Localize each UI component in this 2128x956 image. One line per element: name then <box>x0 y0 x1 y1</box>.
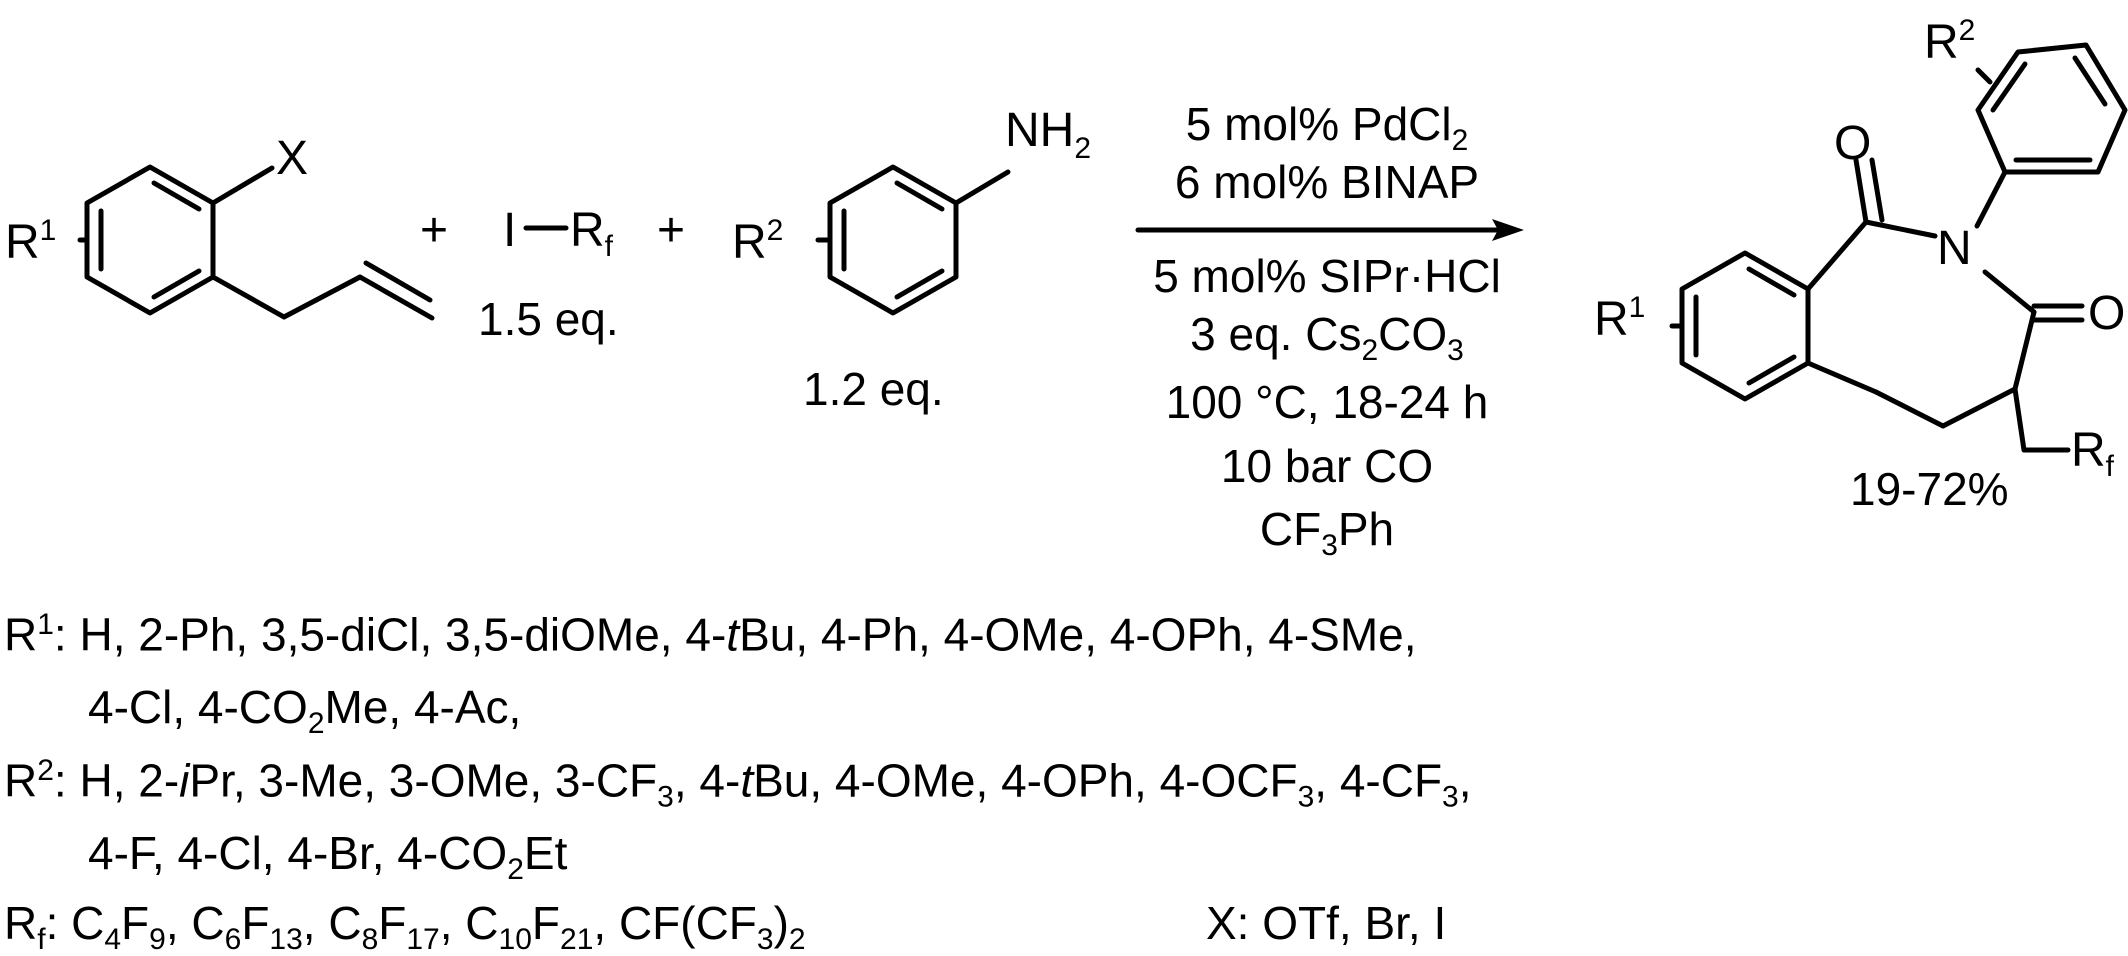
perfluoroalkyl-iodide: I Rf <box>503 204 614 263</box>
condition-nhc: 5 mol% SIPr·HCl <box>1153 250 1501 302</box>
allylaryl-structure <box>77 164 435 321</box>
r2-label-reactant: R2 <box>732 214 783 269</box>
condition-temperature-time: 100 °C, 18-24 h <box>1166 376 1489 428</box>
r2-label-product: R2 <box>1924 14 1975 69</box>
product-carbonyl-o-right: O <box>2088 287 2125 340</box>
plus-sign-1: + <box>420 204 448 257</box>
aniline-structure <box>815 164 1011 316</box>
amine-nh2-label: NH2 <box>1005 104 1091 165</box>
legend-x-line: X: OTf, Br, I <box>1206 897 1447 949</box>
leaving-group-x-label: X <box>276 132 308 185</box>
condition-base: 3 eq. Cs2CO3 <box>1190 308 1464 367</box>
svg-text:I: I <box>503 204 516 257</box>
product-nitrogen: N <box>1937 222 1972 275</box>
legend-r2-line-1: R2: H, 2-iPr, 3-Me, 3-OMe, 3-CF3, 4-tBu,… <box>4 754 1472 814</box>
legend-r1-line-2: 4-Cl, 4-CO2Me, 4-Ac, <box>88 681 522 741</box>
condition-solvent: CF3Ph <box>1260 503 1394 562</box>
condition-co-pressure: 10 bar CO <box>1221 440 1433 492</box>
aniline-equivalents: 1.2 eq. <box>803 363 944 415</box>
legend-r1-line-1: R1: H, 2-Ph, 3,5-diCl, 3,5-diOMe, 4-tBu,… <box>4 608 1417 661</box>
product-structure <box>1669 42 2128 453</box>
product-yield: 19-72% <box>1850 463 2009 515</box>
product-carbonyl-o-top: O <box>1834 117 1871 170</box>
product-rf-label: Rf <box>2071 424 2115 483</box>
r1-label-reactant: R1 <box>5 214 56 269</box>
condition-catalyst: 5 mol% PdCl2 <box>1186 98 1469 157</box>
iodide-equivalents: 1.5 eq. <box>478 293 619 345</box>
condition-ligand: 6 mol% BINAP <box>1175 156 1479 208</box>
reaction-arrow-head <box>1492 219 1524 241</box>
plus-sign-2: + <box>657 204 685 257</box>
svg-text:Rf: Rf <box>570 204 614 263</box>
legend-r2-line-2: 4-F, 4-Cl, 4-Br, 4-CO2Et <box>88 827 568 887</box>
legend-rf-line: Rf: C4F9, C6F13, C8F17, C10F21, CF(CF3)2 <box>4 897 806 956</box>
r1-label-product: R1 <box>1594 291 1645 346</box>
reaction-conditions: 5 mol% PdCl2 6 mol% BINAP 5 mol% SIPr·HC… <box>1153 98 1501 562</box>
